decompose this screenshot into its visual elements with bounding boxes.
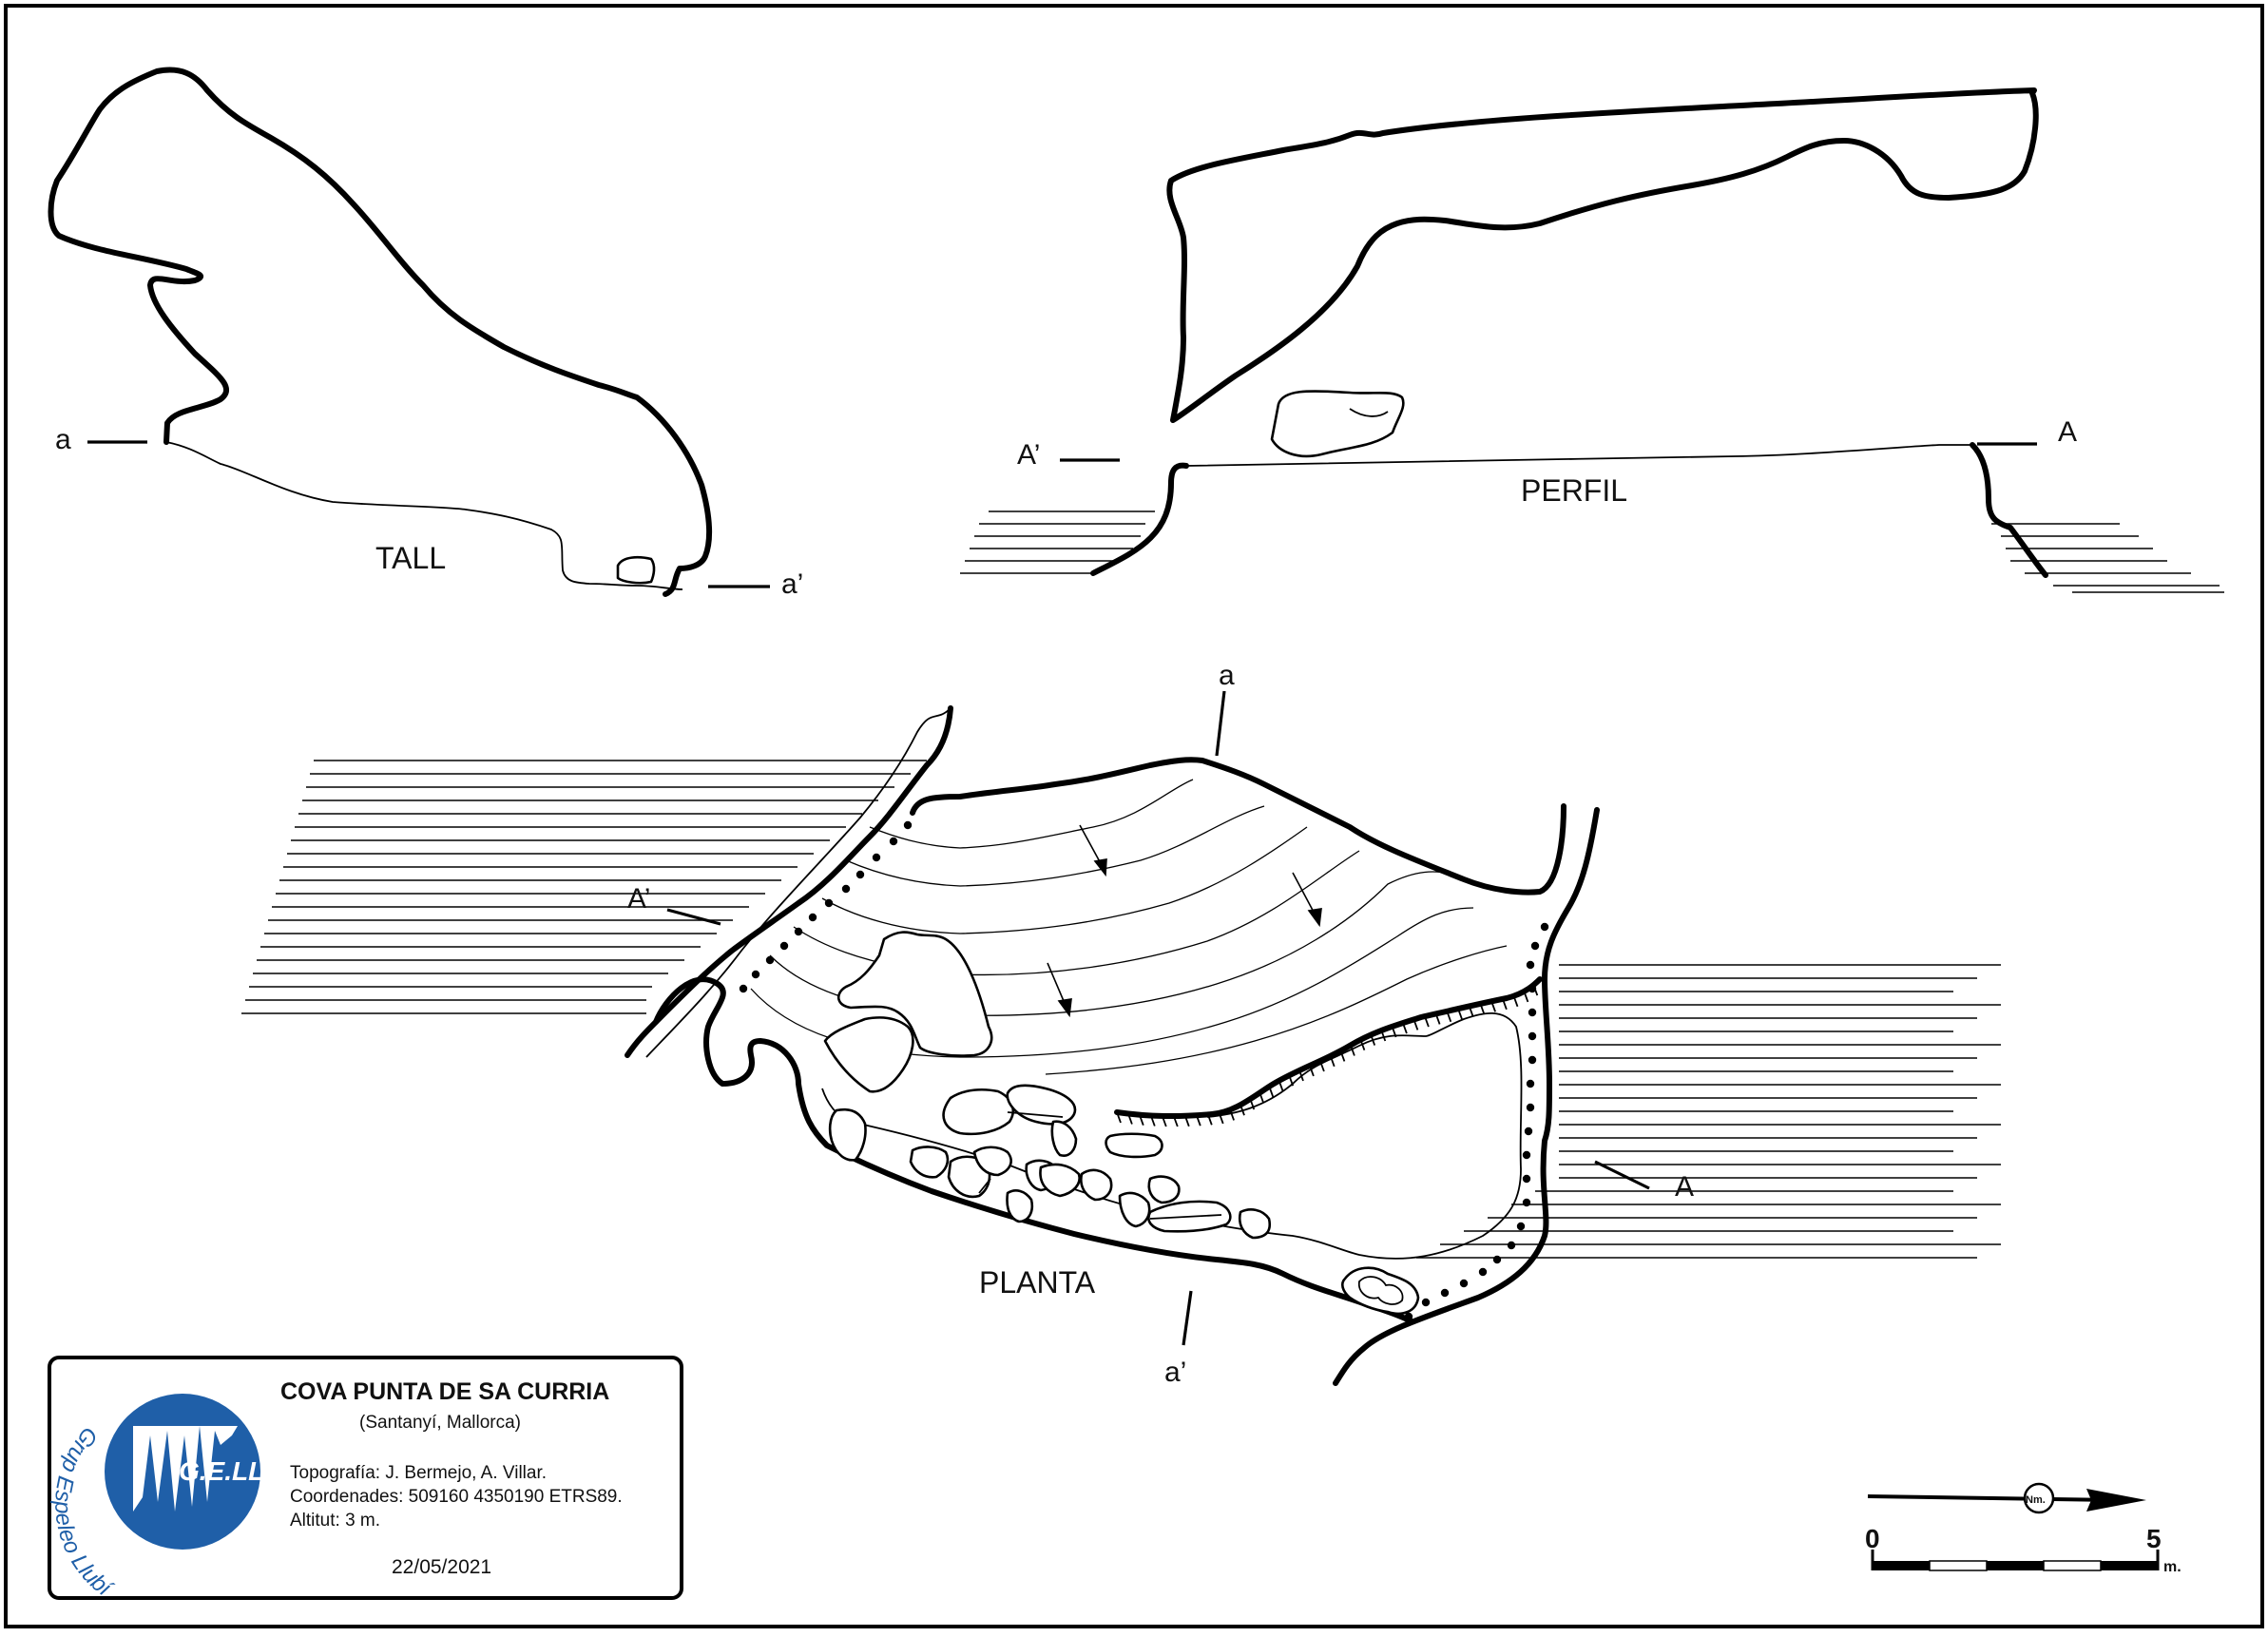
planta-inner-floor-outline (821, 1011, 1523, 1260)
planta-north-wall (910, 757, 1566, 896)
north-arrow-circle (2023, 1482, 2055, 1514)
scale-seg-4 (2043, 1560, 2102, 1571)
planta-mark-A: A (1675, 1171, 1694, 1203)
scale-seg-3 (1987, 1561, 2044, 1570)
north-arrow-label: Nm. (2026, 1494, 2046, 1506)
scale-seg-2 (1929, 1560, 1988, 1571)
page-frame (4, 4, 2264, 1628)
title-block: G.E.LL. Grup Espeleo Llubí COVA PUNTA DE… (48, 1356, 683, 1603)
perfil-right-wall (1970, 442, 2048, 578)
planta-mark-a-prime: a’ (1164, 1357, 1186, 1388)
perfil-mark-end: A (2058, 416, 2077, 448)
planta-inner-ledge (1114, 976, 1543, 1120)
north-arrow-shaft (1867, 1494, 2116, 1502)
perfil-section: A’ A PERFIL (960, 87, 2224, 593)
planta-left-coast (645, 707, 951, 1058)
scale-bar: 0 5 m. (1865, 1524, 2182, 1575)
tall-ceiling-wall (48, 67, 713, 597)
planta-contour-7 (1045, 945, 1508, 1075)
planta-boulders (823, 931, 1420, 1316)
tall-section: a a’ TALL (48, 67, 803, 600)
planta-mark-a-line (1215, 690, 1226, 757)
tall-mark-end: a’ (781, 568, 803, 600)
planta-west-entrance-wall (625, 705, 953, 1058)
scale-seg-1 (1873, 1561, 1930, 1570)
perfil-mark-start: A’ (1017, 439, 1040, 471)
tall-mark-start: a (55, 424, 71, 455)
scale-start-label: 0 (1865, 1524, 1880, 1553)
planta-slope-arrows (1047, 824, 1322, 1018)
perfil-left-sea-hatch (960, 510, 1155, 574)
tall-floor (165, 441, 683, 590)
north-arrow-head-icon (2086, 1489, 2146, 1512)
perfil-left-wall (1090, 462, 1189, 576)
planta-drip-line-west (739, 820, 913, 993)
planta-mark-A-line (1594, 1160, 1650, 1190)
planta-label: PLANTA (979, 1265, 1096, 1300)
planta-mark-A-prime: A’ (627, 883, 650, 915)
perfil-boulder (1270, 390, 1405, 458)
planta-contour-1 (869, 779, 1194, 849)
scale-end-label: 5 (2146, 1524, 2162, 1553)
perfil-label: PERFIL (1521, 473, 1627, 508)
planta-mark-a: a (1219, 660, 1235, 691)
perfil-ceiling-wall (1166, 87, 2039, 423)
logo-stalactite-icon (133, 1426, 238, 1512)
planta-south-wall (653, 976, 1414, 1324)
perfil-boulder-detail (1349, 408, 1389, 417)
planta-section: a a’ A’ A PLANTA (241, 660, 2001, 1388)
scale-unit: m. (2163, 1559, 2182, 1575)
perfil-floor (1185, 444, 1972, 467)
tall-label: TALL (375, 541, 446, 575)
survey-date: 22/05/2021 (392, 1556, 491, 1578)
planta-contour-2 (845, 805, 1265, 887)
planta-right-sea-hatch (1416, 964, 2001, 1259)
planta-mark-a-prime-line (1182, 1290, 1193, 1346)
planta-mark-A-prime-line (666, 908, 721, 926)
planta-east-wall (1333, 807, 1600, 1386)
survey-title: COVA PUNTA DE SA CURRIA (280, 1378, 609, 1405)
planta-drip-line-east (1404, 922, 1549, 1321)
planta-contour-3 (821, 826, 1308, 934)
planta-left-sea-hatch (241, 760, 927, 1014)
scale-seg-5 (2101, 1561, 2158, 1570)
perfil-right-sea-hatch (1991, 523, 2224, 593)
north-arrow: Nm. (1867, 1482, 2146, 1514)
survey-altitude: Altitut: 3 m. (290, 1511, 380, 1531)
logo-text: G.E.LL. (179, 1456, 272, 1486)
survey-coordinates: Coordenades: 509160 4350190 ETRS89. (290, 1487, 623, 1507)
tall-boulder (616, 555, 656, 585)
survey-topography: Topografía: J. Bermejo, A. Villar. (290, 1463, 547, 1483)
survey-location: (Santanyí, Mallorca) (359, 1413, 521, 1433)
